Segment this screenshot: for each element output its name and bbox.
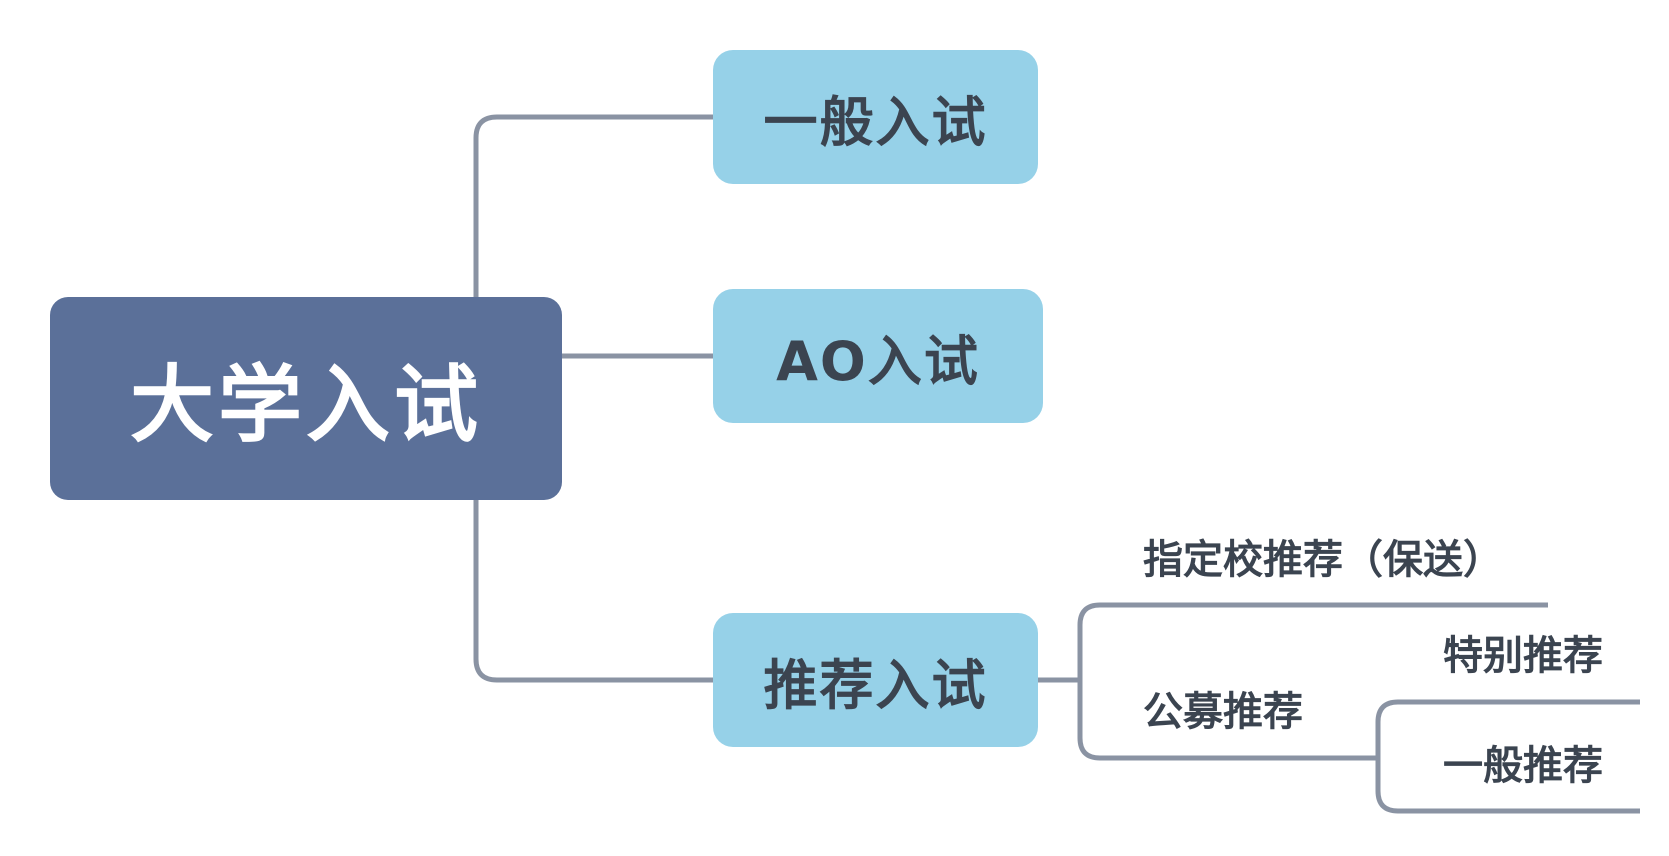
leaf-public-recommendation: 公募推荐 [1143,689,1303,735]
branch-node-label: 一般入试 [763,90,988,154]
leaf-general-recommendation: 一般推荐 [1443,743,1603,789]
branch-node-label: AO入试 [776,329,980,393]
connector-root-general [473,114,713,297]
branch-node-recommendation-exam: 推荐入试 [713,613,1038,747]
connector-public-special [1375,699,1640,758]
leaf-designated-school-recommendation: 指定校推荐（保送） [1143,537,1503,583]
connector-recommend-public [1077,680,1378,761]
branch-node-label: 推荐入试 [763,653,988,717]
leaf-special-recommendation: 特别推荐 [1443,633,1603,679]
connector-recommend-designated [1077,602,1548,680]
root-node: 大学入试 [50,297,562,500]
branch-node-ao-exam: AO入试 [713,289,1043,423]
root-node-label: 大学入试 [129,356,482,454]
connector-root-recommend [473,500,713,683]
branch-node-general-exam: 一般入试 [713,50,1038,184]
connector-public-general [1375,758,1640,814]
